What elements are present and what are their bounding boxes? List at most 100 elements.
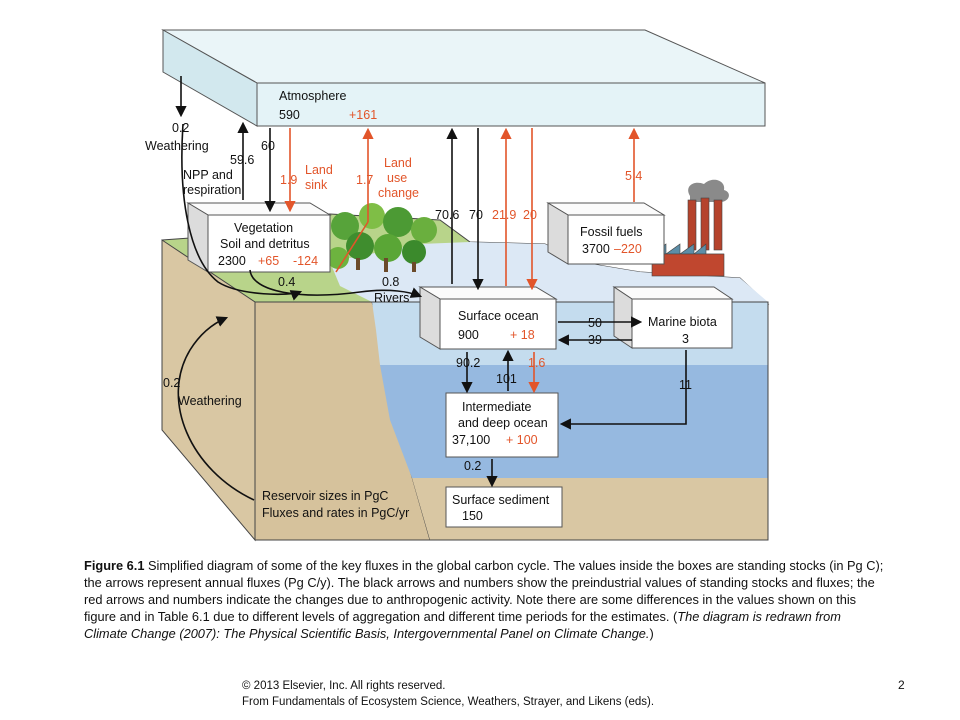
flux-npp-label-2: respiration bbox=[183, 183, 241, 197]
flux-biota-to-deep-value: 11 bbox=[679, 378, 692, 392]
tree bbox=[411, 217, 437, 243]
flux-rivers-label: Rivers bbox=[374, 291, 409, 305]
atmosphere-stock: 590 bbox=[279, 108, 300, 122]
flux-ocean-uptake-value: 70 bbox=[469, 208, 483, 222]
page-number: 2 bbox=[898, 678, 905, 692]
atmosphere-top bbox=[161, 29, 766, 84]
fossil-change: –220 bbox=[614, 242, 642, 256]
deep-ocean-stock: 37,100 bbox=[452, 433, 490, 447]
surface-sediment-box: Surface sediment 150 bbox=[445, 486, 563, 528]
flux-downwelling-value: 90.2 bbox=[456, 356, 480, 370]
tree-trunk bbox=[356, 258, 360, 270]
fossil-stock: 3700 bbox=[582, 242, 610, 256]
flux-from-biota-value: 39 bbox=[588, 333, 602, 347]
marine-biota-top bbox=[612, 286, 734, 300]
flux-land-sink-label-1: Land bbox=[305, 163, 333, 177]
flux-weathering-bottom-label: Weathering bbox=[178, 394, 242, 408]
surface-ocean-box: Surface ocean 900 + 18 bbox=[418, 286, 558, 350]
flux-land-use-label-3: change bbox=[378, 186, 419, 200]
tree bbox=[327, 247, 349, 269]
factory-icon bbox=[651, 179, 729, 277]
vegetation-change-2: -124 bbox=[293, 254, 318, 268]
vegetation-box-top bbox=[186, 202, 332, 216]
arrow-weathering-bottom bbox=[177, 316, 255, 501]
source-text: From Fundamentals of Ecosystem Science, … bbox=[242, 696, 655, 708]
flux-land-use-label-1: Land bbox=[384, 156, 412, 170]
flux-upwelling-value: 101 bbox=[496, 372, 517, 386]
surface-ocean-front bbox=[439, 298, 557, 350]
deep-ocean-front bbox=[445, 392, 559, 458]
smokestack bbox=[687, 199, 697, 251]
ocean-deep-layer bbox=[380, 365, 768, 478]
atmosphere-label: Atmosphere bbox=[279, 89, 346, 103]
vegetation-box-front bbox=[207, 214, 331, 273]
figure-caption: Figure 6.1 Simplified diagram of some of… bbox=[84, 557, 884, 642]
surface-ocean-top bbox=[418, 286, 558, 300]
caption-text: Simplified diagram of some of the key fl… bbox=[84, 558, 884, 624]
smokestack bbox=[700, 197, 710, 251]
caption-close: ) bbox=[649, 626, 654, 641]
arrow-soil bbox=[249, 269, 423, 298]
tree bbox=[331, 212, 359, 240]
flux-anthro-ocean-down-value: 20 bbox=[523, 208, 537, 222]
arrow-land-use-tail bbox=[335, 221, 369, 273]
vegetation-label: Vegetation bbox=[234, 221, 293, 235]
fossil-box-front bbox=[567, 214, 665, 265]
tree bbox=[402, 240, 426, 264]
atmosphere-box: Atmosphere 590 +161 bbox=[161, 29, 766, 127]
tree bbox=[359, 203, 385, 229]
marine-biota-stock: 3 bbox=[682, 332, 689, 346]
flux-rivers-value: 0.8 bbox=[382, 275, 399, 289]
fossil-label: Fossil fuels bbox=[580, 225, 643, 239]
smokestack bbox=[713, 199, 723, 251]
tree bbox=[346, 232, 374, 260]
flux-sedimentation-value: 0.2 bbox=[464, 459, 481, 473]
marine-biota-box: Marine biota 3 bbox=[612, 286, 734, 349]
surface-sediment-stock: 150 bbox=[462, 509, 483, 523]
soil-label: Soil and detritus bbox=[220, 237, 310, 251]
copyright-text: © 2013 Elsevier, Inc. All rights reserve… bbox=[242, 680, 446, 692]
carbon-cycle-diagram: Atmosphere 590 +161 Vegetation Soil and … bbox=[145, 29, 770, 542]
flux-weathering-top-label: Weathering bbox=[145, 139, 209, 153]
factory-building bbox=[651, 253, 725, 277]
tree-trunk bbox=[412, 262, 416, 272]
legend-flux: Fluxes and rates in PgC/yr bbox=[262, 506, 409, 520]
deep-ocean-change: + 100 bbox=[506, 433, 538, 447]
flux-land-sink-label-2: sink bbox=[305, 178, 328, 192]
figure-label: Figure 6.1 bbox=[84, 558, 145, 573]
surface-ocean-label: Surface ocean bbox=[458, 309, 539, 323]
flux-labels: 0.2 Weathering 60 59.6 NPP and respirati… bbox=[145, 121, 692, 473]
flux-soil-value: 0.4 bbox=[278, 275, 295, 289]
tree-trunk bbox=[384, 258, 388, 272]
anthropogenic-arrows bbox=[284, 127, 640, 394]
smoke bbox=[688, 179, 729, 202]
vegetation-change-1: +65 bbox=[258, 254, 279, 268]
flux-anthro-deep-value: 1.6 bbox=[528, 356, 545, 370]
flux-ocean-release-value: 70.6 bbox=[435, 208, 459, 222]
surface-sediment-label: Surface sediment bbox=[452, 493, 550, 507]
flux-land-sink-value: 1.9 bbox=[280, 173, 297, 187]
deep-ocean-label-1: Intermediate bbox=[462, 400, 532, 414]
atmosphere-front bbox=[256, 82, 766, 127]
flux-fossil-emission-value: 5.4 bbox=[625, 169, 642, 183]
trees bbox=[327, 203, 437, 272]
flux-anthro-ocean-up-value: 21.9 bbox=[492, 208, 516, 222]
tree bbox=[383, 207, 413, 237]
surface-ocean-change: + 18 bbox=[510, 328, 535, 342]
flux-to-biota-value: 50 bbox=[588, 316, 602, 330]
tree bbox=[374, 234, 402, 262]
footer: © 2013 Elsevier, Inc. All rights reserve… bbox=[242, 678, 654, 710]
arrow-biota-to-deep bbox=[559, 350, 687, 430]
atmosphere-change: +161 bbox=[349, 108, 377, 122]
deep-ocean-box: Intermediate and deep ocean 37,100 + 100 bbox=[445, 392, 559, 458]
caption-credit: The diagram is redrawn from Climate Chan… bbox=[84, 609, 841, 641]
flux-respiration-value: 60 bbox=[261, 139, 275, 153]
flux-land-use-value: 1.7 bbox=[356, 173, 373, 187]
surface-sediment-front bbox=[445, 486, 563, 528]
fossil-fuels-box: Fossil fuels 3700 –220 bbox=[546, 202, 666, 265]
flux-npp-value: 59.6 bbox=[230, 153, 254, 167]
diagram-legend: Reservoir sizes in PgC Fluxes and rates … bbox=[262, 489, 409, 520]
flux-weathering-top-value: 0.2 bbox=[172, 121, 189, 135]
marine-biota-label: Marine biota bbox=[648, 315, 717, 329]
surface-ocean-stock: 900 bbox=[458, 328, 479, 342]
